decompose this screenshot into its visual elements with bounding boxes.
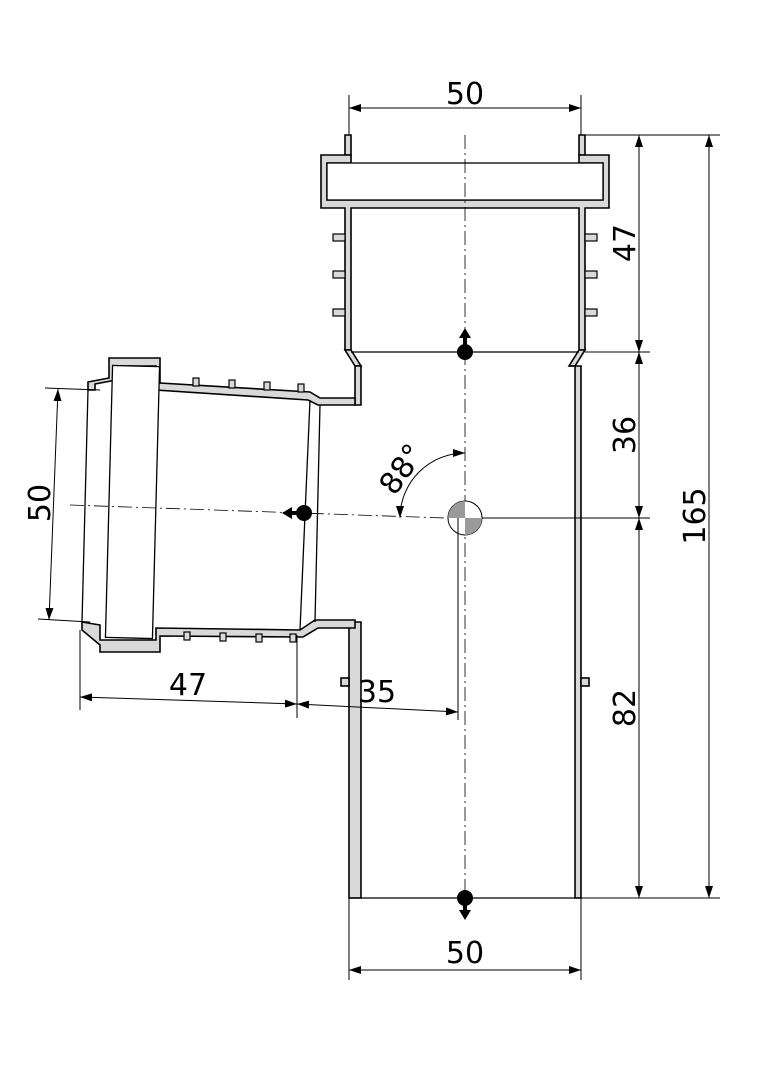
dim-axis-to-bottom: 82 [608,689,643,727]
dim-branch-diameter: 50 [23,484,58,522]
main-pipe [340,365,590,899]
center-mark-icon [447,500,483,536]
flow-arrow-icons [282,328,473,920]
angle-arc [396,449,466,519]
angle-label: 88° [373,438,432,502]
dim-branch-offset: 35 [358,675,396,710]
dimension-lines [37,95,720,980]
branch-axis [69,504,446,519]
dim-total-height: 165 [678,487,713,544]
side-branch [81,357,356,653]
dim-top-width: 50 [446,77,484,112]
dim-socket-to-axis: 36 [608,416,643,454]
dim-socket-depth-top: 47 [608,224,643,262]
dim-branch-socket-depth: 47 [169,668,207,703]
dim-bottom-width: 50 [446,936,484,971]
